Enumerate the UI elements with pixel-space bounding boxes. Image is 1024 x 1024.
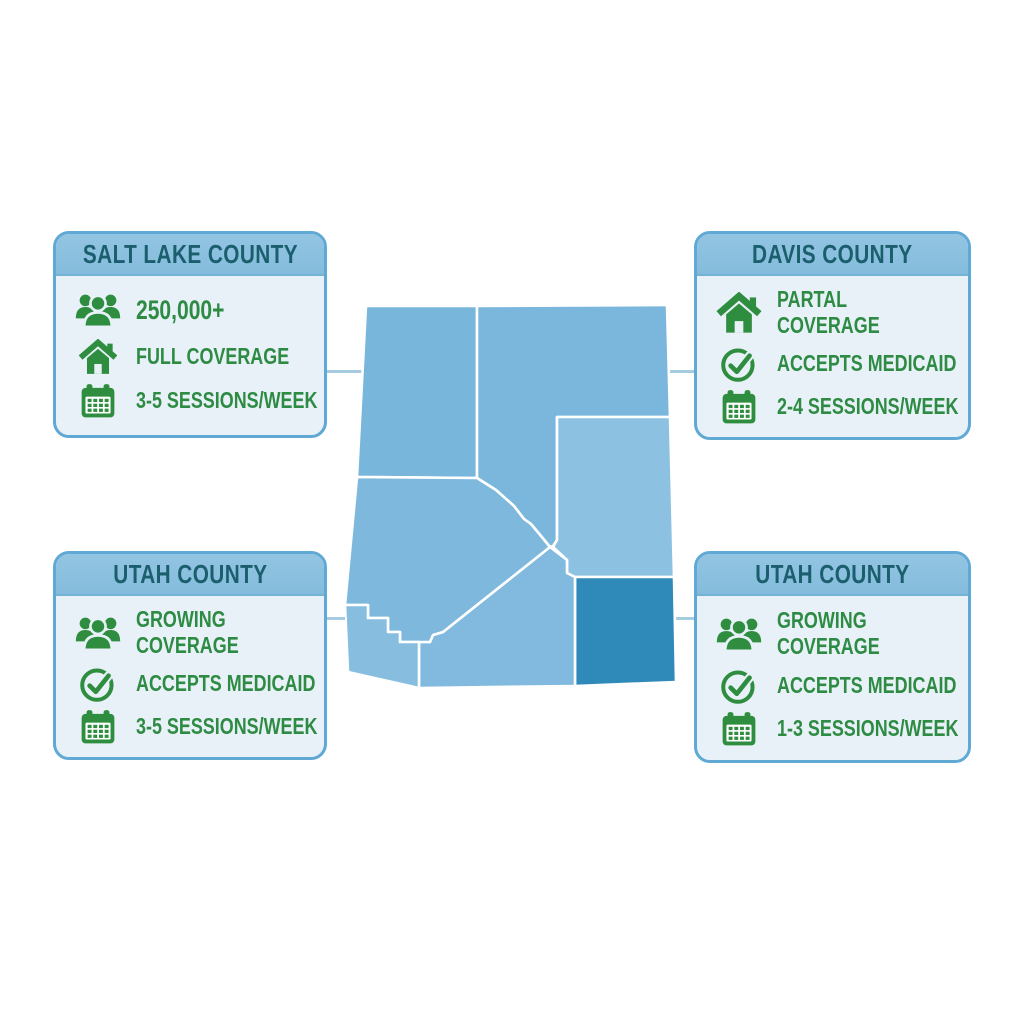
stat-row: 2-4 SESSIONS/WEEK bbox=[715, 389, 962, 424]
people-icon bbox=[715, 614, 763, 654]
connector-line bbox=[326, 370, 364, 373]
card-body: GROWING COVERAGE ACCEPTS MEDICAID bbox=[697, 596, 968, 760]
connector-line bbox=[326, 617, 352, 620]
stat-row: 3-5 SESSIONS/WEEK bbox=[74, 709, 318, 744]
card-title: UTAH COUNTY bbox=[112, 558, 268, 589]
county-shape-east-central bbox=[551, 415, 676, 579]
stat-row: FULL COVERAGE bbox=[74, 338, 318, 375]
card-body: GROWING COVERAGE ACCEPTS MEDICAID bbox=[56, 596, 324, 757]
check-icon bbox=[715, 344, 763, 384]
stat-label: 2-4 SESSIONS/WEEK bbox=[777, 392, 959, 419]
county-shape-northwest bbox=[355, 304, 479, 480]
people-icon bbox=[74, 613, 122, 653]
stat-row: 1-3 SESSIONS/WEEK bbox=[715, 711, 962, 746]
calendar-icon bbox=[74, 709, 122, 744]
card-header: UTAH COUNTY bbox=[697, 554, 968, 596]
stat-label: 1-3 SESSIONS/WEEK bbox=[777, 715, 959, 741]
calendar-icon bbox=[74, 383, 122, 418]
house-icon bbox=[715, 292, 763, 334]
county-shape-southwest bbox=[345, 603, 421, 690]
connector-line bbox=[675, 617, 695, 620]
stat-label: GROWING COVERAGE bbox=[777, 607, 880, 659]
county-card-utah-east: UTAH COUNTY GROWING bbox=[694, 551, 971, 763]
calendar-icon bbox=[715, 711, 763, 746]
stat-label: GROWING COVERAGE bbox=[136, 606, 239, 659]
stat-label: PARTAL COVERAGE bbox=[777, 286, 880, 339]
card-body: PARTAL COVERAGE ACCEPTS MEDICAID bbox=[697, 276, 968, 437]
calendar-icon bbox=[715, 389, 763, 424]
card-body: 250,000+ FULL COVERAGE bbox=[56, 276, 324, 435]
state-county-map bbox=[345, 300, 680, 690]
stat-label: 3-5 SESSIONS/WEEK bbox=[136, 386, 318, 413]
card-title: SALT LAKE COUNTY bbox=[82, 238, 298, 269]
check-icon bbox=[74, 664, 122, 704]
card-title: UTAH COUNTY bbox=[755, 558, 910, 589]
county-card-utah-west: UTAH COUNTY GROWING bbox=[53, 551, 327, 760]
stat-row: PARTAL COVERAGE bbox=[715, 287, 962, 339]
stat-label: 3-5 SESSIONS/WEEK bbox=[136, 712, 318, 739]
stat-row: ACCEPTS MEDICAID bbox=[715, 666, 962, 706]
stat-row: GROWING COVERAGE bbox=[715, 607, 962, 660]
stat-label: 250,000+ bbox=[136, 295, 225, 326]
stat-row: 3-5 SESSIONS/WEEK bbox=[74, 383, 318, 418]
card-header: DAVIS COUNTY bbox=[697, 234, 968, 276]
stat-row: ACCEPTS MEDICAID bbox=[715, 344, 962, 384]
stat-label: ACCEPTS MEDICAID bbox=[777, 671, 957, 698]
stat-row: GROWING COVERAGE bbox=[74, 607, 318, 659]
house-icon bbox=[74, 338, 122, 375]
county-shape-southeast-highlight bbox=[573, 575, 678, 688]
stat-label: ACCEPTS MEDICAID bbox=[777, 350, 957, 377]
people-icon bbox=[74, 291, 122, 329]
stat-row: ACCEPTS MEDICAID bbox=[74, 664, 318, 704]
check-icon bbox=[715, 666, 763, 706]
connector-line bbox=[667, 370, 695, 373]
stat-label: FULL COVERAGE bbox=[136, 342, 290, 369]
card-title: DAVIS COUNTY bbox=[752, 238, 913, 269]
county-card-salt-lake: SALT LAKE COUNTY 25 bbox=[53, 231, 327, 438]
county-card-davis: DAVIS COUNTY PARTAL COVERAGE bbox=[694, 231, 971, 440]
card-header: SALT LAKE COUNTY bbox=[56, 234, 324, 276]
stat-row: 250,000+ bbox=[74, 291, 318, 329]
card-header: UTAH COUNTY bbox=[56, 554, 324, 596]
stat-label: ACCEPTS MEDICAID bbox=[136, 670, 316, 697]
